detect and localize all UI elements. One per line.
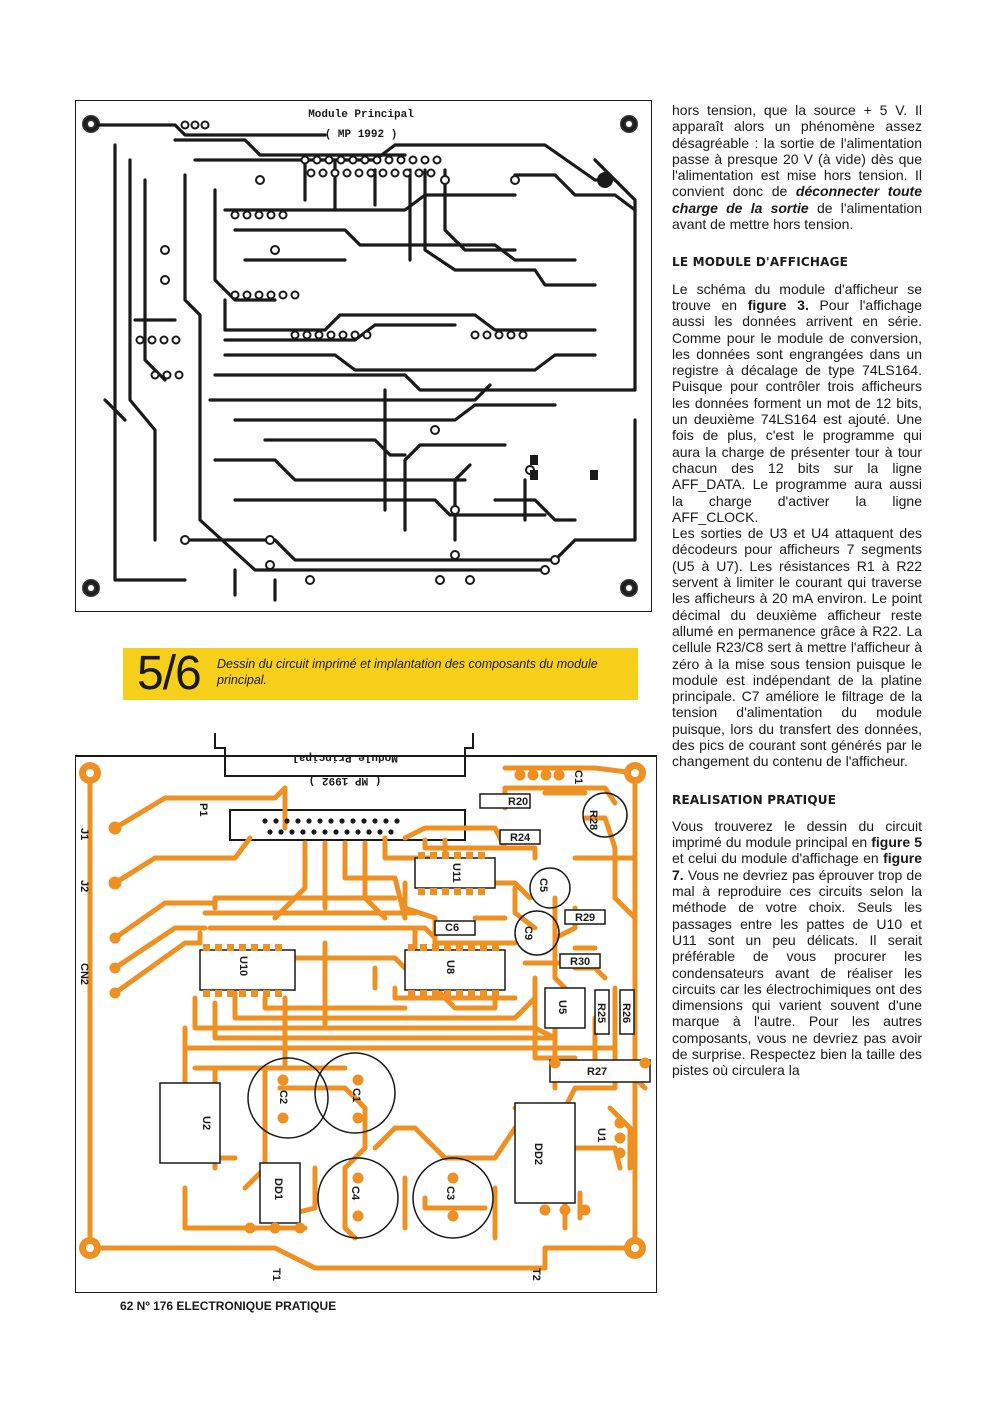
label-r27: R27	[587, 1066, 607, 1078]
label-t1: T1	[270, 1268, 282, 1281]
paragraph-1: hors tension, que la source + 5 V. Il ap…	[672, 102, 923, 233]
label-dd2: DD2	[532, 1143, 544, 1165]
label-r28: R28	[587, 810, 599, 830]
emphasis-text: déconnecter toute charge de la sortie	[672, 183, 922, 216]
figure-caption: 5/6 Dessin du circuit imprimé et implant…	[123, 648, 638, 700]
label-r29: R29	[575, 912, 595, 924]
label-u2: U2	[200, 1116, 212, 1130]
label-j1: J1	[78, 828, 90, 840]
page-footer: 62 Nº 176 ELECTRONIQUE PRATIQUE	[120, 1299, 337, 1313]
paragraph-3: Les sorties de U3 et U4 attaquent des dé…	[672, 525, 922, 770]
label-c5: C5	[537, 878, 549, 892]
label-u5: U5	[556, 1000, 568, 1014]
label-r24: R24	[510, 832, 531, 844]
label-u11: U11	[450, 863, 462, 883]
label-c6: C6	[445, 922, 459, 934]
pcb-bottom-subtitle: ( MP 1992 )	[309, 774, 382, 786]
label-r20: R20	[508, 796, 528, 808]
label-r25: R25	[595, 1003, 607, 1023]
label-c1-cap: C1	[350, 1088, 362, 1102]
label-dd1: DD1	[272, 1178, 284, 1200]
paragraph-2: Le schéma du module d'afficheur se trouv…	[672, 280, 922, 525]
label-c2: C2	[277, 1090, 289, 1104]
label-c3: C3	[444, 1186, 456, 1200]
label-c4: C4	[349, 1186, 361, 1201]
pcb-bottom-title: Module Principal	[292, 751, 398, 763]
label-j2: J2	[78, 880, 90, 892]
label-r30: R30	[570, 956, 590, 968]
pcb-top-title: Module Principal	[308, 109, 414, 121]
paragraph-4: Vous trouverez le dessin du circuit impr…	[672, 817, 922, 1079]
label-t2: T2	[530, 1268, 542, 1281]
pcb-bottom-drawing: Module Principal ( MP 1992 ) P1 J1 J2 CN…	[75, 733, 657, 1293]
pcb-top-subtitle: ( MP 1992 )	[325, 129, 398, 141]
article-column: hors tension, que la source + 5 V. Il ap…	[672, 102, 922, 1079]
label-r26: R26	[620, 1003, 632, 1023]
label-c1: C1	[572, 770, 584, 784]
label-u10: U10	[237, 956, 249, 976]
caption-text: Dessin du circuit imprimé et implantatio…	[217, 657, 598, 687]
section-heading-affichage: LE MODULE D'AFFICHAGE	[672, 255, 849, 270]
label-c9: C9	[522, 926, 534, 940]
label-u8: U8	[444, 960, 456, 974]
pcb-top-drawing: Module Principal ( MP 1992 )	[75, 100, 652, 612]
section-heading-realisation: REALISATION PRATIQUE	[672, 792, 837, 807]
label-p1: P1	[197, 803, 209, 816]
label-cn2: CN2	[78, 963, 90, 985]
figure-number: 5/6	[137, 647, 202, 700]
label-u1: U1	[595, 1128, 607, 1142]
